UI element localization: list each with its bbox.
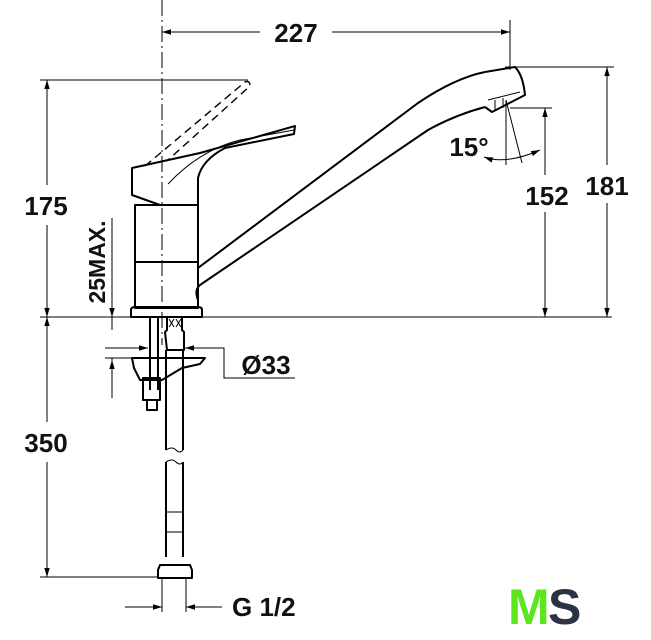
spout — [195, 66, 526, 301]
dimension-350: 350 — [24, 317, 158, 578]
total-height-label: 181 — [585, 171, 628, 201]
spout-angle-label: 15° — [449, 132, 488, 162]
lever-handle — [131, 125, 296, 206]
dimension-227: 227 — [162, 18, 511, 70]
svg-text:M: M — [508, 579, 550, 635]
svg-text:S: S — [548, 579, 581, 635]
max-thickness-label: 25MAX. — [84, 220, 110, 303]
hole-diameter-label: Ø33 — [241, 350, 290, 380]
spout-reach-label: 227 — [274, 18, 317, 48]
lever-handle-raised-outline — [144, 80, 251, 167]
dimension-152: 152 — [510, 107, 569, 317]
outlet-height-label: 152 — [525, 181, 568, 211]
dimension-181: 181 — [505, 66, 629, 317]
supply-hose — [157, 350, 193, 579]
dimension-25max: 25MAX. — [84, 218, 115, 330]
faucet-body — [130, 204, 203, 318]
body-height-label: 175 — [24, 191, 67, 221]
dimension-diameter-33: Ø33 — [105, 345, 295, 398]
ms-logo: M S — [508, 579, 581, 635]
mounting-assembly — [131, 316, 206, 411]
hose-length-label: 350 — [24, 428, 67, 458]
dimension-thread: G 1/2 — [125, 578, 296, 622]
connection-thread-label: G 1/2 — [232, 592, 296, 622]
dimension-15-degrees: 15° — [449, 99, 541, 165]
dimension-175: 175 — [24, 79, 248, 317]
